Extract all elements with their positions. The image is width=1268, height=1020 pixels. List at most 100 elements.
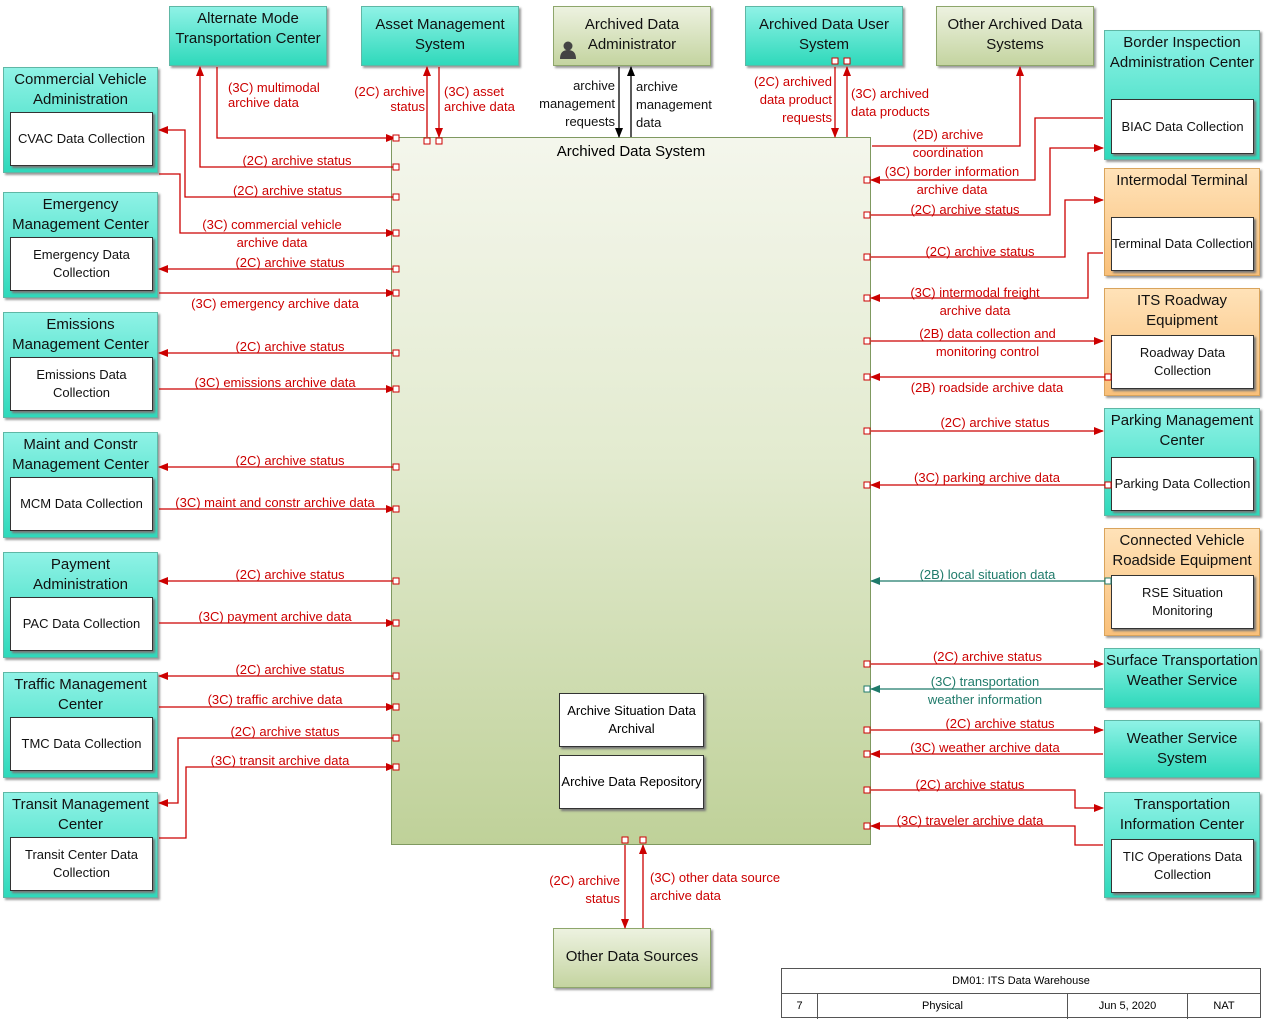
- maint-and-constr-management-center[interactable]: Maint and Constr Management Center MCM D…: [3, 432, 158, 538]
- roadway-data-collection[interactable]: Roadway Data Collection: [1111, 335, 1254, 389]
- flow-biac-status: [871, 144, 1104, 216]
- flow-label-transit-data: (3C) transit archive data: [210, 753, 350, 768]
- archived-data-administrator[interactable]: Archived Data Administrator: [553, 6, 711, 66]
- flow-label-cvac-data: (3C) commercial vehicle archive data: [202, 217, 342, 250]
- flow-label-pac-data: (3C) payment archive data: [198, 609, 352, 624]
- intermodal-terminal[interactable]: Intermodal Terminal Terminal Data Collec…: [1104, 168, 1260, 276]
- flow-label-cvac-status: (2C) archive status: [232, 183, 343, 198]
- pac-data-collection[interactable]: PAC Data Collection: [10, 597, 153, 651]
- emissions-data-collection[interactable]: Emissions Data Collection: [10, 357, 153, 411]
- flow-alt-status: [196, 66, 395, 168]
- flow-label-user-products: (3C) archived data products: [851, 86, 930, 119]
- flow-label-stws-data: (3C) transportation weather information: [927, 674, 1043, 707]
- flow-label-tic-status: (2C) archive status: [915, 777, 1025, 792]
- flow-transit-status: [158, 737, 395, 807]
- flow-label-rw-control: (2B) data collection and monitoring cont…: [919, 326, 1056, 359]
- flow-label-park-data: (3C) parking archive data: [914, 470, 1060, 485]
- emergency-data-collection[interactable]: Emergency Data Collection: [10, 237, 153, 291]
- border-inspection-administration-center-title: Border Inspection Administration Center: [1109, 34, 1255, 71]
- diagram-scope: NAT: [1213, 1000, 1235, 1012]
- tic-operations-data-collection[interactable]: TIC Operations Data Collection: [1111, 839, 1254, 893]
- flow-label-park-status: (2C) archive status: [940, 415, 1050, 430]
- emergency-management-center[interactable]: Emergency Management Center Emergency Da…: [3, 192, 158, 298]
- archived-data-system[interactable]: Archived Data System Archive Situation D…: [391, 137, 871, 845]
- surface-transportation-weather-service[interactable]: Surface Transportation Weather Service: [1104, 648, 1260, 708]
- its-roadway-equipment-title: ITS Roadway Equipment: [1136, 292, 1228, 329]
- flow-label-emis-status: (2C) archive status: [235, 339, 345, 354]
- flow-term-status: [871, 196, 1104, 258]
- connected-vehicle-roadside-equipment[interactable]: Connected Vehicle Roadside Equipment RSE…: [1104, 528, 1260, 636]
- diagram-number: 7: [782, 994, 818, 1019]
- flow-label-term-status: (2C) archive status: [925, 244, 1035, 259]
- flow-other-coordination: [872, 66, 1024, 147]
- emissions-management-center-title: Emissions Management Center: [12, 316, 149, 353]
- flow-label-wss-data: (3C) weather archive data: [910, 740, 1060, 755]
- flow-label-asset-data: (3C) asset archive data: [444, 84, 515, 114]
- payment-administration-title: Payment Administration: [32, 556, 129, 593]
- transportation-information-center[interactable]: Transportation Information Center TIC Op…: [1104, 792, 1260, 898]
- flow-term-data: [870, 252, 1103, 302]
- flow-label-pac-status: (2C) archive status: [235, 567, 345, 582]
- flow-biac-data: [870, 117, 1103, 184]
- other-archived-data-systems[interactable]: Other Archived Data Systems: [936, 6, 1094, 66]
- transit-center-data-collection[interactable]: Transit Center Data Collection: [10, 837, 153, 891]
- flow-label-rw-data: (2B) roadside archive data: [910, 380, 1064, 395]
- flow-label-user-requests: (2C) archived data product requests: [753, 74, 832, 125]
- flow-label-tic-data: (3C) traveler archive data: [896, 813, 1044, 828]
- alternate-mode-transportation-center[interactable]: Alternate Mode Transportation Center: [169, 6, 327, 66]
- flow-cvac-data: [159, 173, 396, 237]
- cvac-data-collection[interactable]: CVAC Data Collection: [10, 112, 153, 166]
- flow-label-emis-data: (3C) emissions archive data: [194, 375, 356, 390]
- biac-data-collection[interactable]: BIAC Data Collection: [1111, 99, 1254, 154]
- flow-label-admin-data: archive management data: [636, 79, 712, 130]
- diagram-date: Jun 5, 2020: [1068, 994, 1188, 1019]
- flow-alt-multimodal: [216, 67, 396, 142]
- flow-label-transit-status: (2C) archive status: [230, 724, 340, 739]
- flow-label-admin-requests: archive management requests: [539, 78, 615, 129]
- payment-administration[interactable]: Payment Administration PAC Data Collecti…: [3, 552, 158, 658]
- flow-tic-status: [871, 789, 1104, 812]
- transit-management-center-title: Transit Management Center: [11, 796, 149, 833]
- commercial-vehicle-administration[interactable]: Commercial Vehicle Administration CVAC D…: [3, 67, 158, 173]
- weather-service-system[interactable]: Weather Service System: [1104, 720, 1260, 778]
- flow-label-tmc-status: (2C) archive status: [235, 662, 345, 677]
- flow-label-tmc-data: (3C) traffic archive data: [207, 692, 343, 707]
- diagram-name: DM01: ITS Data Warehouse: [782, 969, 1260, 994]
- flow-label-biac-data: (3C) border information archive data: [884, 164, 1020, 197]
- flow-label-asset-status: (2C) archive status: [354, 84, 425, 114]
- function-archive-situation-data-archival[interactable]: Archive Situation Data Archival: [559, 693, 704, 747]
- flow-label-mcm-data: (3C) maint and constr archive data: [175, 495, 375, 510]
- function-archive-data-repository[interactable]: Archive Data Repository: [559, 755, 704, 809]
- flow-label-mcm-status: (2C) archive status: [235, 453, 345, 468]
- flow-label-emc-status: (2C) archive status: [235, 255, 345, 270]
- asset-management-system[interactable]: Asset Management System: [361, 6, 519, 66]
- mcm-data-collection[interactable]: MCM Data Collection: [10, 477, 153, 531]
- archived-data-user-system[interactable]: Archived Data User System: [745, 6, 903, 66]
- flow-label-term-data: (3C) intermodal freight archive data: [910, 285, 1040, 318]
- flow-cvac-status: [158, 126, 395, 198]
- other-data-sources[interactable]: Other Data Sources: [553, 928, 711, 988]
- border-inspection-administration-center[interactable]: Border Inspection Administration Center …: [1104, 30, 1260, 160]
- flow-label-wss-status: (2C) archive status: [945, 716, 1055, 731]
- flow-label-ods-data: (3C) other data source archive data: [650, 870, 781, 903]
- flow-label-ods-status: (2C) archive status: [549, 873, 620, 906]
- title-block: DM01: ITS Data Warehouse 7 Physical Jun …: [781, 968, 1261, 1019]
- archived-data-system-title: Archived Data System: [556, 143, 706, 160]
- flow-label-biac-status: (2C) archive status: [910, 202, 1020, 217]
- emissions-management-center[interactable]: Emissions Management Center Emissions Da…: [3, 312, 158, 418]
- diagram-view: Physical: [818, 994, 1068, 1019]
- its-roadway-equipment[interactable]: ITS Roadway Equipment Roadway Data Colle…: [1104, 288, 1260, 396]
- flow-label-emc-data: (3C) emergency archive data: [191, 296, 359, 311]
- tmc-data-collection[interactable]: TMC Data Collection: [10, 717, 153, 771]
- flow-label-other-coordination: (2D) archive coordination: [912, 127, 984, 160]
- traffic-management-center[interactable]: Traffic Management Center TMC Data Colle…: [3, 672, 158, 778]
- connected-vehicle-roadside-equipment-title: Connected Vehicle Roadside Equipment: [1112, 532, 1252, 569]
- terminal-data-collection[interactable]: Terminal Data Collection: [1111, 217, 1254, 271]
- person-icon: [560, 41, 576, 59]
- intermodal-terminal-title: Intermodal Terminal: [1116, 172, 1248, 189]
- flow-label-alt-status: (2C) archive status: [242, 153, 352, 168]
- transit-management-center[interactable]: Transit Management Center Transit Center…: [3, 792, 158, 898]
- flow-tic-data: [870, 822, 1103, 846]
- rse-situation-monitoring[interactable]: RSE Situation Monitoring: [1111, 575, 1254, 629]
